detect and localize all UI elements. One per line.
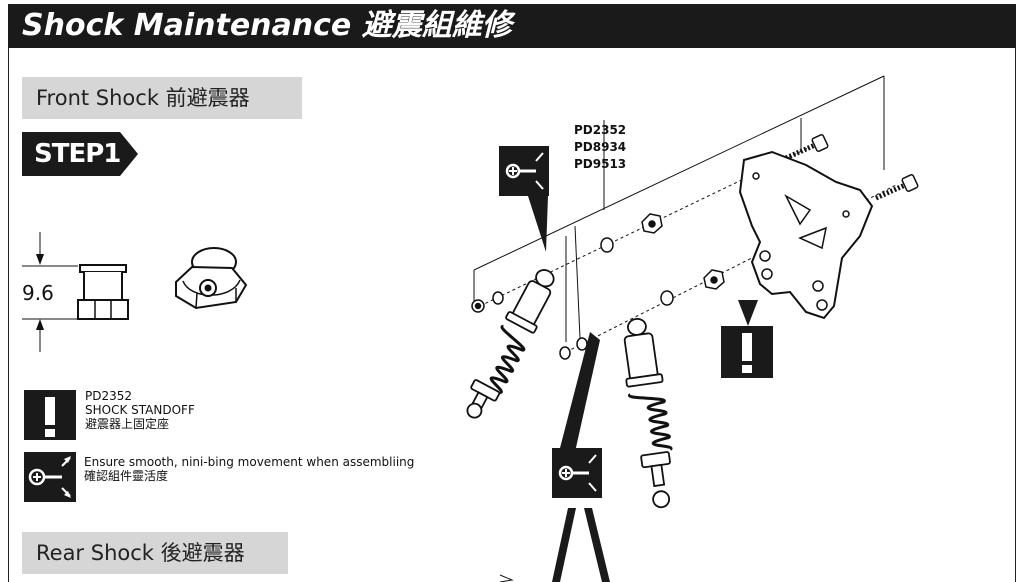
movement-note-text: Ensure smooth, nini-bing movement when a… [84, 455, 415, 469]
part-number-1: PD2352 [574, 123, 627, 137]
standoff-name-zh: 避震器上固定座 [85, 417, 170, 431]
left-border [8, 48, 9, 582]
part-number-3: PD9513 [574, 157, 627, 171]
header-bar [8, 4, 1016, 48]
step-arrow-shape [22, 132, 138, 176]
dimension-value: 9.6 [22, 281, 54, 305]
standoff-name: SHOCK STANDOFF [85, 403, 195, 417]
page-title: Shock Maintenance 避震組維修 [22, 8, 512, 43]
front-shock-band: Front Shock 前避震器 [22, 77, 302, 119]
front-shock-label: Front Shock 前避震器 [36, 86, 250, 110]
standoff-part-number: PD2352 [85, 389, 133, 403]
step-badge: STEP1 [22, 132, 138, 176]
movement-note-zh: 確認組件靈活度 [84, 469, 169, 483]
movement-note: Ensure smooth, nini-bing movement when a… [84, 455, 414, 483]
part-number-list: PD2352 PD8934 PD9513 [574, 122, 626, 173]
part-number-2: PD8934 [574, 140, 627, 154]
standoff-note: PD2352 SHOCK STANDOFF 避震器上固定座 [85, 389, 195, 431]
step-label: STEP1 [34, 139, 121, 169]
rear-shock-band: Rear Shock 後避震器 [22, 532, 288, 574]
right-border [1015, 48, 1016, 582]
rear-shock-label: Rear Shock 後避震器 [36, 541, 245, 565]
